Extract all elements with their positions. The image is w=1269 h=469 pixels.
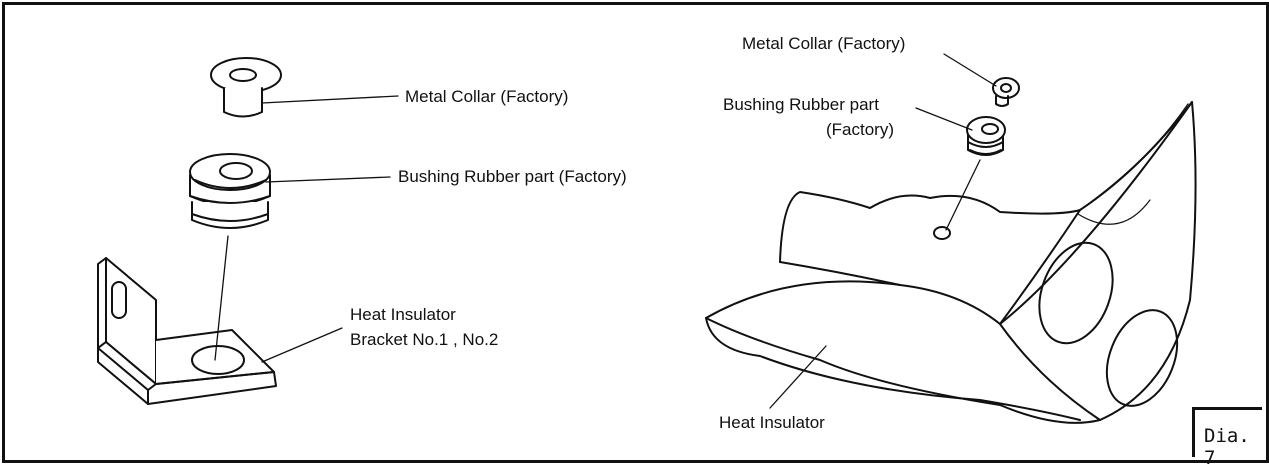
bushing-rubber-label-right-line2: (Factory) (826, 120, 894, 139)
diagram-tag: Dia. 7 (1204, 425, 1250, 469)
heat-insulator-bracket-part (97, 257, 277, 405)
bushing-rubber-part (189, 153, 271, 229)
heat-insulator-label: Heat Insulator (719, 413, 825, 432)
heat-insulator-part (705, 101, 1197, 424)
bracket-label-line2: Bracket No.1 , No.2 (350, 330, 499, 349)
bushing-rubber-small-part (966, 116, 1006, 156)
bushing-rubber-label: Bushing Rubber part (Factory) (398, 167, 627, 186)
metal-collar-small-part (992, 77, 1020, 107)
metal-collar-label: Metal Collar (Factory) (405, 87, 569, 106)
bracket-label-line1: Heat Insulator (350, 305, 456, 324)
diagram-tag-box: Dia. 7 (1192, 407, 1262, 469)
metal-collar-label-right: Metal Collar (Factory) (742, 34, 906, 53)
metal-collar-part (210, 57, 282, 118)
bushing-rubber-label-right-line1: Bushing Rubber part (723, 95, 879, 114)
